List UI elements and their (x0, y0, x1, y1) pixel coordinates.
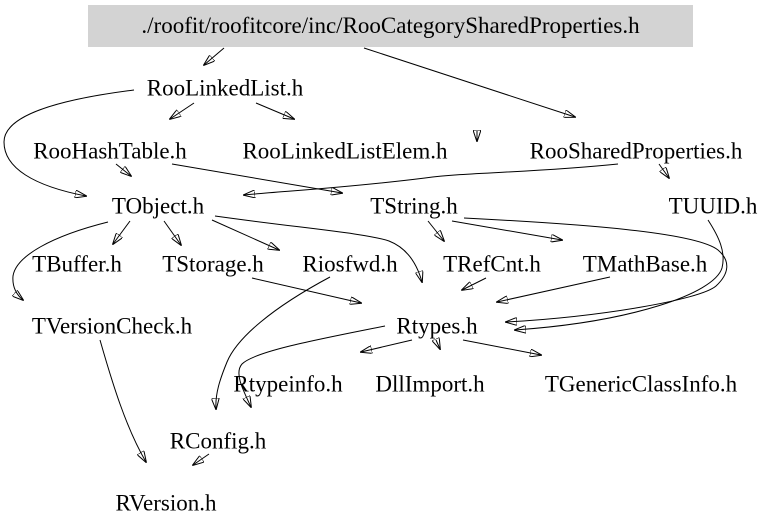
node-Rtypes.h[interactable]: Rtypes.h (396, 313, 478, 339)
node-root[interactable]: ./roofit/roofitcore/inc/RooCategoryShare… (88, 5, 693, 47)
edge-TString.h-to-TRefCnt.h (427, 220, 444, 241)
edge-group (3, 47, 728, 465)
edge-TObject.h-to-TStorage.h (163, 220, 181, 245)
edge-RooLinkedList.h-to-TObject.h (3, 89, 135, 196)
node-TBuffer.h[interactable]: TBuffer.h (32, 251, 122, 277)
node-TMathBase.h[interactable]: TMathBase.h (582, 251, 708, 277)
edge-RConfig.h-to-RVersion.h (193, 453, 210, 465)
edge-Rtypes.h-to-Rtypeinfo.h (361, 339, 413, 352)
node-RConfig.h[interactable]: RConfig.h (169, 428, 267, 454)
node-RooLinkedListElem.h[interactable]: RooLinkedListElem.h (242, 138, 448, 164)
edge-root-to-RooSharedProperties.h (363, 47, 575, 117)
edge-TString.h-to-TMathBase.h (451, 220, 562, 240)
node-Riosfwd.h[interactable]: Riosfwd.h (302, 251, 398, 277)
node-TObject.h[interactable]: TObject.h (111, 193, 205, 219)
edge-RooHashTable.h-to-TString.h (171, 163, 342, 193)
edge-RooHashTable.h-to-TObject.h (115, 163, 131, 176)
edge-RooSharedProperties.h-to-TObject.h (244, 163, 619, 195)
edge-RooSharedProperties.h-to-TUUID.h (658, 163, 669, 178)
node-RVersion.h[interactable]: RVersion.h (115, 490, 217, 516)
edge-TObject.h-to-Rtypes.h (214, 215, 422, 282)
edge-Rtypes.h-to-TGenericClassInfo.h (462, 339, 541, 355)
edge-TUUID.h-to-Rtypes.h (515, 219, 724, 330)
node-RooSharedProperties.h[interactable]: RooSharedProperties.h (529, 138, 743, 164)
edge-TObject.h-to-TVersionCheck.h (13, 221, 109, 300)
edge-TString.h-to-Rtypes.h (463, 217, 728, 322)
node-Rtypeinfo.h[interactable]: Rtypeinfo.h (233, 371, 343, 397)
edge-Rtypes.h-to-DllImport.h (436, 340, 440, 349)
node-TVersionCheck.h[interactable]: TVersionCheck.h (31, 313, 193, 339)
node-TStorage.h[interactable]: TStorage.h (162, 251, 264, 277)
node-RooLinkedList.h[interactable]: RooLinkedList.h (146, 75, 304, 101)
node-RooHashTable.h[interactable]: RooHashTable.h (33, 138, 187, 164)
edge-root-to-RooLinkedList.h (204, 47, 225, 65)
edge-TVersionCheck.h-to-RVersion.h (99, 339, 146, 462)
node-TRefCnt.h[interactable]: TRefCnt.h (443, 251, 541, 277)
node-DllImport.h[interactable]: DllImport.h (375, 371, 485, 397)
edge-TObject.h-to-Riosfwd.h (211, 219, 279, 250)
node-TString.h[interactable]: TString.h (370, 193, 458, 219)
edge-RooLinkedList.h-to-RooLinkedListElem.h (255, 102, 294, 119)
edge-RooLinkedList.h-to-RooHashTable.h (170, 102, 195, 119)
edge-TRefCnt.h-to-Rtypes.h (462, 277, 487, 290)
edge-Riosfwd.h-to-RConfig.h (216, 276, 331, 409)
node-TGenericClassInfo.h[interactable]: TGenericClassInfo.h (544, 371, 738, 397)
edge-TMathBase.h-to-Rtypes.h (497, 276, 611, 302)
node-TUUID.h[interactable]: TUUID.h (668, 193, 758, 219)
edge-Rtypes.h-to-RConfig.h (238, 325, 386, 407)
edge-TObject.h-to-TBuffer.h (113, 220, 131, 244)
